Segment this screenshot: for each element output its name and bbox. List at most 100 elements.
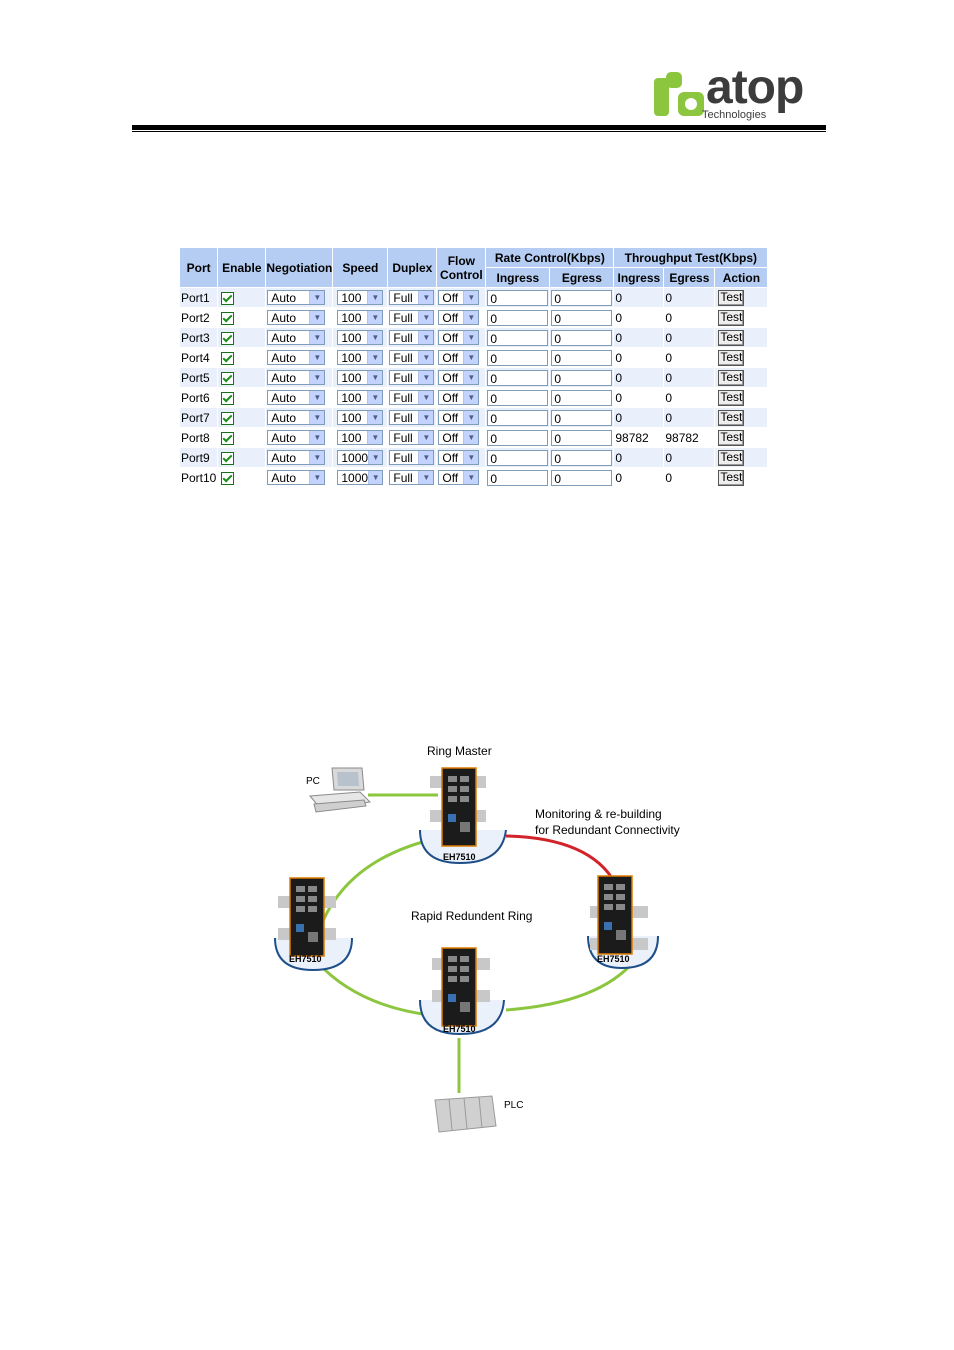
enable-checkbox[interactable] xyxy=(221,431,235,445)
negotiation-select[interactable]: Auto▼ xyxy=(267,350,326,366)
negotiation-cell: Auto▼ xyxy=(266,388,333,407)
flow-control-select[interactable]: Off▼ xyxy=(438,410,480,426)
flow-control-select[interactable]: Off▼ xyxy=(438,350,480,366)
enable-checkbox[interactable] xyxy=(221,391,235,405)
rate-ingress-input[interactable]: 0 xyxy=(487,409,549,426)
rate-egress-input[interactable]: 0 xyxy=(551,329,613,346)
rate-ingress-input[interactable]: 0 xyxy=(487,349,549,366)
negotiation-select[interactable]: Auto▼ xyxy=(267,450,326,466)
rate-ingress-input[interactable]: 0 xyxy=(487,449,549,466)
flow-control-select[interactable]: Off▼ xyxy=(438,430,480,446)
speed-select[interactable]: 100▼ xyxy=(337,390,384,406)
test-button[interactable]: Test xyxy=(718,429,745,446)
duplex-select[interactable]: Full▼ xyxy=(389,410,435,426)
rate-egress-input[interactable]: 0 xyxy=(551,289,613,306)
test-button[interactable]: Test xyxy=(718,449,745,466)
rate-ingress-input[interactable]: 0 xyxy=(487,329,549,346)
rate-ingress-input[interactable]: 0 xyxy=(487,469,549,486)
enable-checkbox[interactable] xyxy=(221,351,235,365)
rate-ingress-input[interactable]: 0 xyxy=(487,389,549,406)
header-flow-control: Flow Control xyxy=(437,248,486,287)
duplex-select[interactable]: Full▼ xyxy=(389,450,435,466)
negotiation-select[interactable]: Auto▼ xyxy=(267,390,326,406)
chevron-down-icon: ▼ xyxy=(463,311,479,325)
enable-checkbox[interactable] xyxy=(221,371,235,385)
negotiation-select[interactable]: Auto▼ xyxy=(267,470,326,486)
rate-ingress-input[interactable]: 0 xyxy=(487,429,549,446)
rate-egress-input[interactable]: 0 xyxy=(551,349,613,366)
chevron-down-icon: ▼ xyxy=(367,371,383,385)
speed-select[interactable]: 1000▼ xyxy=(337,470,384,486)
flow-cell: Off▼ xyxy=(437,468,486,487)
speed-select[interactable]: 100▼ xyxy=(337,310,384,326)
speed-select[interactable]: 1000▼ xyxy=(337,450,384,466)
port-name: Port3 xyxy=(180,328,218,347)
enable-checkbox[interactable] xyxy=(221,411,235,425)
rate-egress-input[interactable]: 0 xyxy=(551,429,613,446)
negotiation-select[interactable]: Auto▼ xyxy=(267,330,326,346)
negotiation-select[interactable]: Auto▼ xyxy=(267,430,326,446)
negotiation-select[interactable]: Auto▼ xyxy=(267,410,326,426)
negotiation-select[interactable]: Auto▼ xyxy=(267,370,326,386)
test-button[interactable]: Test xyxy=(718,289,745,306)
chevron-down-icon: ▼ xyxy=(309,291,325,305)
chevron-down-icon: ▼ xyxy=(309,371,325,385)
enable-checkbox[interactable] xyxy=(221,291,235,305)
enable-checkbox[interactable] xyxy=(221,471,235,485)
duplex-select[interactable]: Full▼ xyxy=(389,370,435,386)
flow-control-select[interactable]: Off▼ xyxy=(438,370,480,386)
rate-ingress-input[interactable]: 0 xyxy=(487,289,549,306)
duplex-select[interactable]: Full▼ xyxy=(389,310,435,326)
speed-select[interactable]: 100▼ xyxy=(337,370,384,386)
flow-control-select[interactable]: Off▼ xyxy=(438,310,480,326)
flow-control-select[interactable]: Off▼ xyxy=(438,290,480,306)
duplex-select[interactable]: Full▼ xyxy=(389,290,435,306)
chevron-down-icon: ▼ xyxy=(368,451,383,465)
action-cell: Test xyxy=(715,328,768,347)
duplex-select[interactable]: Full▼ xyxy=(389,390,435,406)
flow-control-select[interactable]: Off▼ xyxy=(438,470,480,486)
rate-egress-input[interactable]: 0 xyxy=(551,309,613,326)
device-label-top: EH7510 xyxy=(443,852,476,862)
rate-egress-input[interactable]: 0 xyxy=(551,449,613,466)
speed-select[interactable]: 100▼ xyxy=(337,430,384,446)
negotiation-select[interactable]: Auto▼ xyxy=(267,290,326,306)
enable-checkbox[interactable] xyxy=(221,331,235,345)
duplex-select[interactable]: Full▼ xyxy=(389,470,435,486)
speed-select[interactable]: 100▼ xyxy=(337,350,384,366)
rate-egress-input[interactable]: 0 xyxy=(551,409,613,426)
rate-egress-input[interactable]: 0 xyxy=(551,369,613,386)
rate-ingress-input[interactable]: 0 xyxy=(487,309,549,326)
test-button[interactable]: Test xyxy=(718,369,745,386)
flow-control-select[interactable]: Off▼ xyxy=(438,450,480,466)
tp-egress-value: 98782 xyxy=(664,428,715,447)
flow-control-select[interactable]: Off▼ xyxy=(438,330,480,346)
test-button[interactable]: Test xyxy=(718,309,745,326)
rate-ingress-input[interactable]: 0 xyxy=(487,369,549,386)
chevron-down-icon: ▼ xyxy=(309,471,325,485)
duplex-select[interactable]: Full▼ xyxy=(389,330,435,346)
header-enable: Enable xyxy=(218,248,266,287)
enable-checkbox[interactable] xyxy=(221,451,235,465)
speed-select[interactable]: 100▼ xyxy=(337,290,384,306)
rate-egress-cell: 0 xyxy=(550,408,614,427)
rate-egress-input[interactable]: 0 xyxy=(551,469,613,486)
flow-control-select[interactable]: Off▼ xyxy=(438,390,480,406)
rate-egress-cell: 0 xyxy=(550,448,614,467)
chevron-down-icon: ▼ xyxy=(418,371,434,385)
test-button[interactable]: Test xyxy=(718,329,745,346)
duplex-select[interactable]: Full▼ xyxy=(389,350,435,366)
rate-egress-input[interactable]: 0 xyxy=(551,389,613,406)
test-button[interactable]: Test xyxy=(718,389,745,406)
speed-select[interactable]: 100▼ xyxy=(337,330,384,346)
tp-ingress-value: 98782 xyxy=(614,428,664,447)
negotiation-select[interactable]: Auto▼ xyxy=(267,310,326,326)
enable-checkbox[interactable] xyxy=(221,311,235,325)
test-button[interactable]: Test xyxy=(718,409,745,426)
test-button[interactable]: Test xyxy=(718,469,745,486)
speed-select[interactable]: 100▼ xyxy=(337,410,384,426)
duplex-select[interactable]: Full▼ xyxy=(389,430,435,446)
test-button[interactable]: Test xyxy=(718,349,745,366)
duplex-cell: Full▼ xyxy=(388,428,437,447)
port-name: Port1 xyxy=(180,288,218,307)
